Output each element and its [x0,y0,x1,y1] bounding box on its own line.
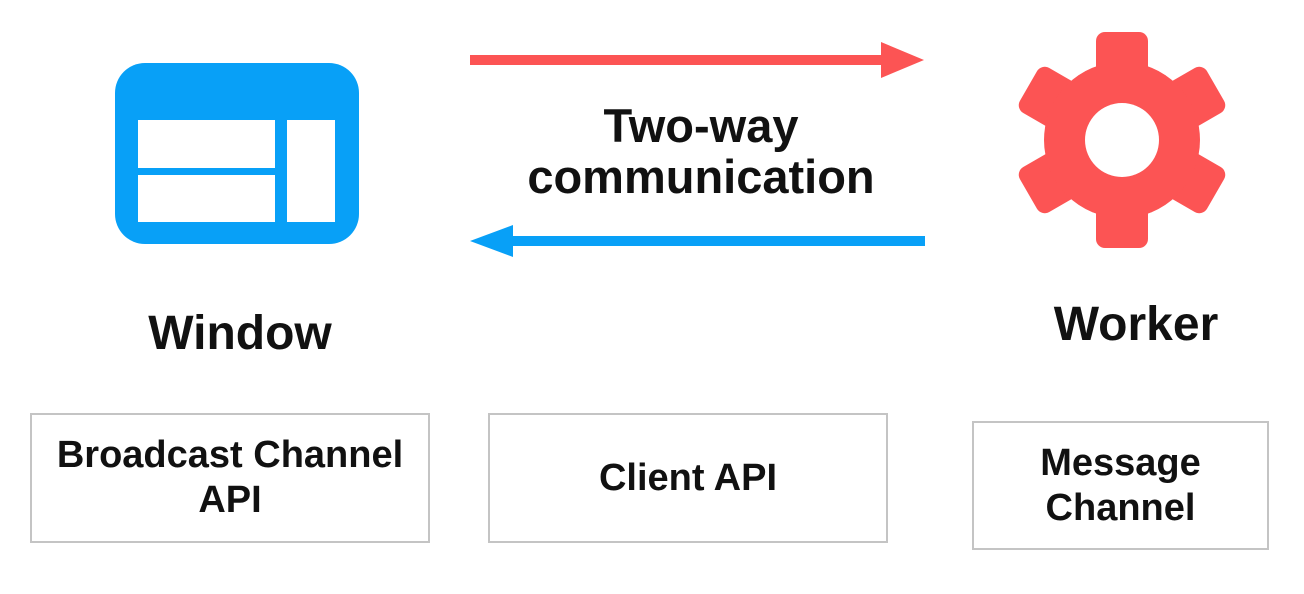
client-api-box: Client API [488,413,888,543]
message-channel-box: Message Channel [972,421,1269,550]
broadcast-channel-api-box: Broadcast Channel API [30,413,430,543]
browser-content-pane-bottom [138,175,275,222]
broadcast-channel-api-label: Broadcast Channel API [56,434,404,521]
gear-center-hole [1085,103,1159,177]
window-node-label: Window [148,307,332,360]
arrow-right-head [881,42,924,78]
browser-window-icon [115,63,359,244]
arrow-right-shaft [470,55,884,65]
arrow-worker-to-window [470,225,925,257]
browser-content-pane-top [138,120,275,168]
two-way-communication-label: Two-way communication [527,99,875,204]
browser-sidebar-pane [287,120,335,222]
message-channel-label: Message Channel [1040,441,1201,529]
arrow-left-shaft [510,236,925,246]
gear-shape [1018,32,1226,248]
gear-icon [1018,32,1226,248]
arrow-window-to-worker [470,42,924,78]
worker-node-label: Worker [1053,298,1219,351]
arrow-left-head [470,225,513,257]
client-api-label: Client API [598,456,778,499]
